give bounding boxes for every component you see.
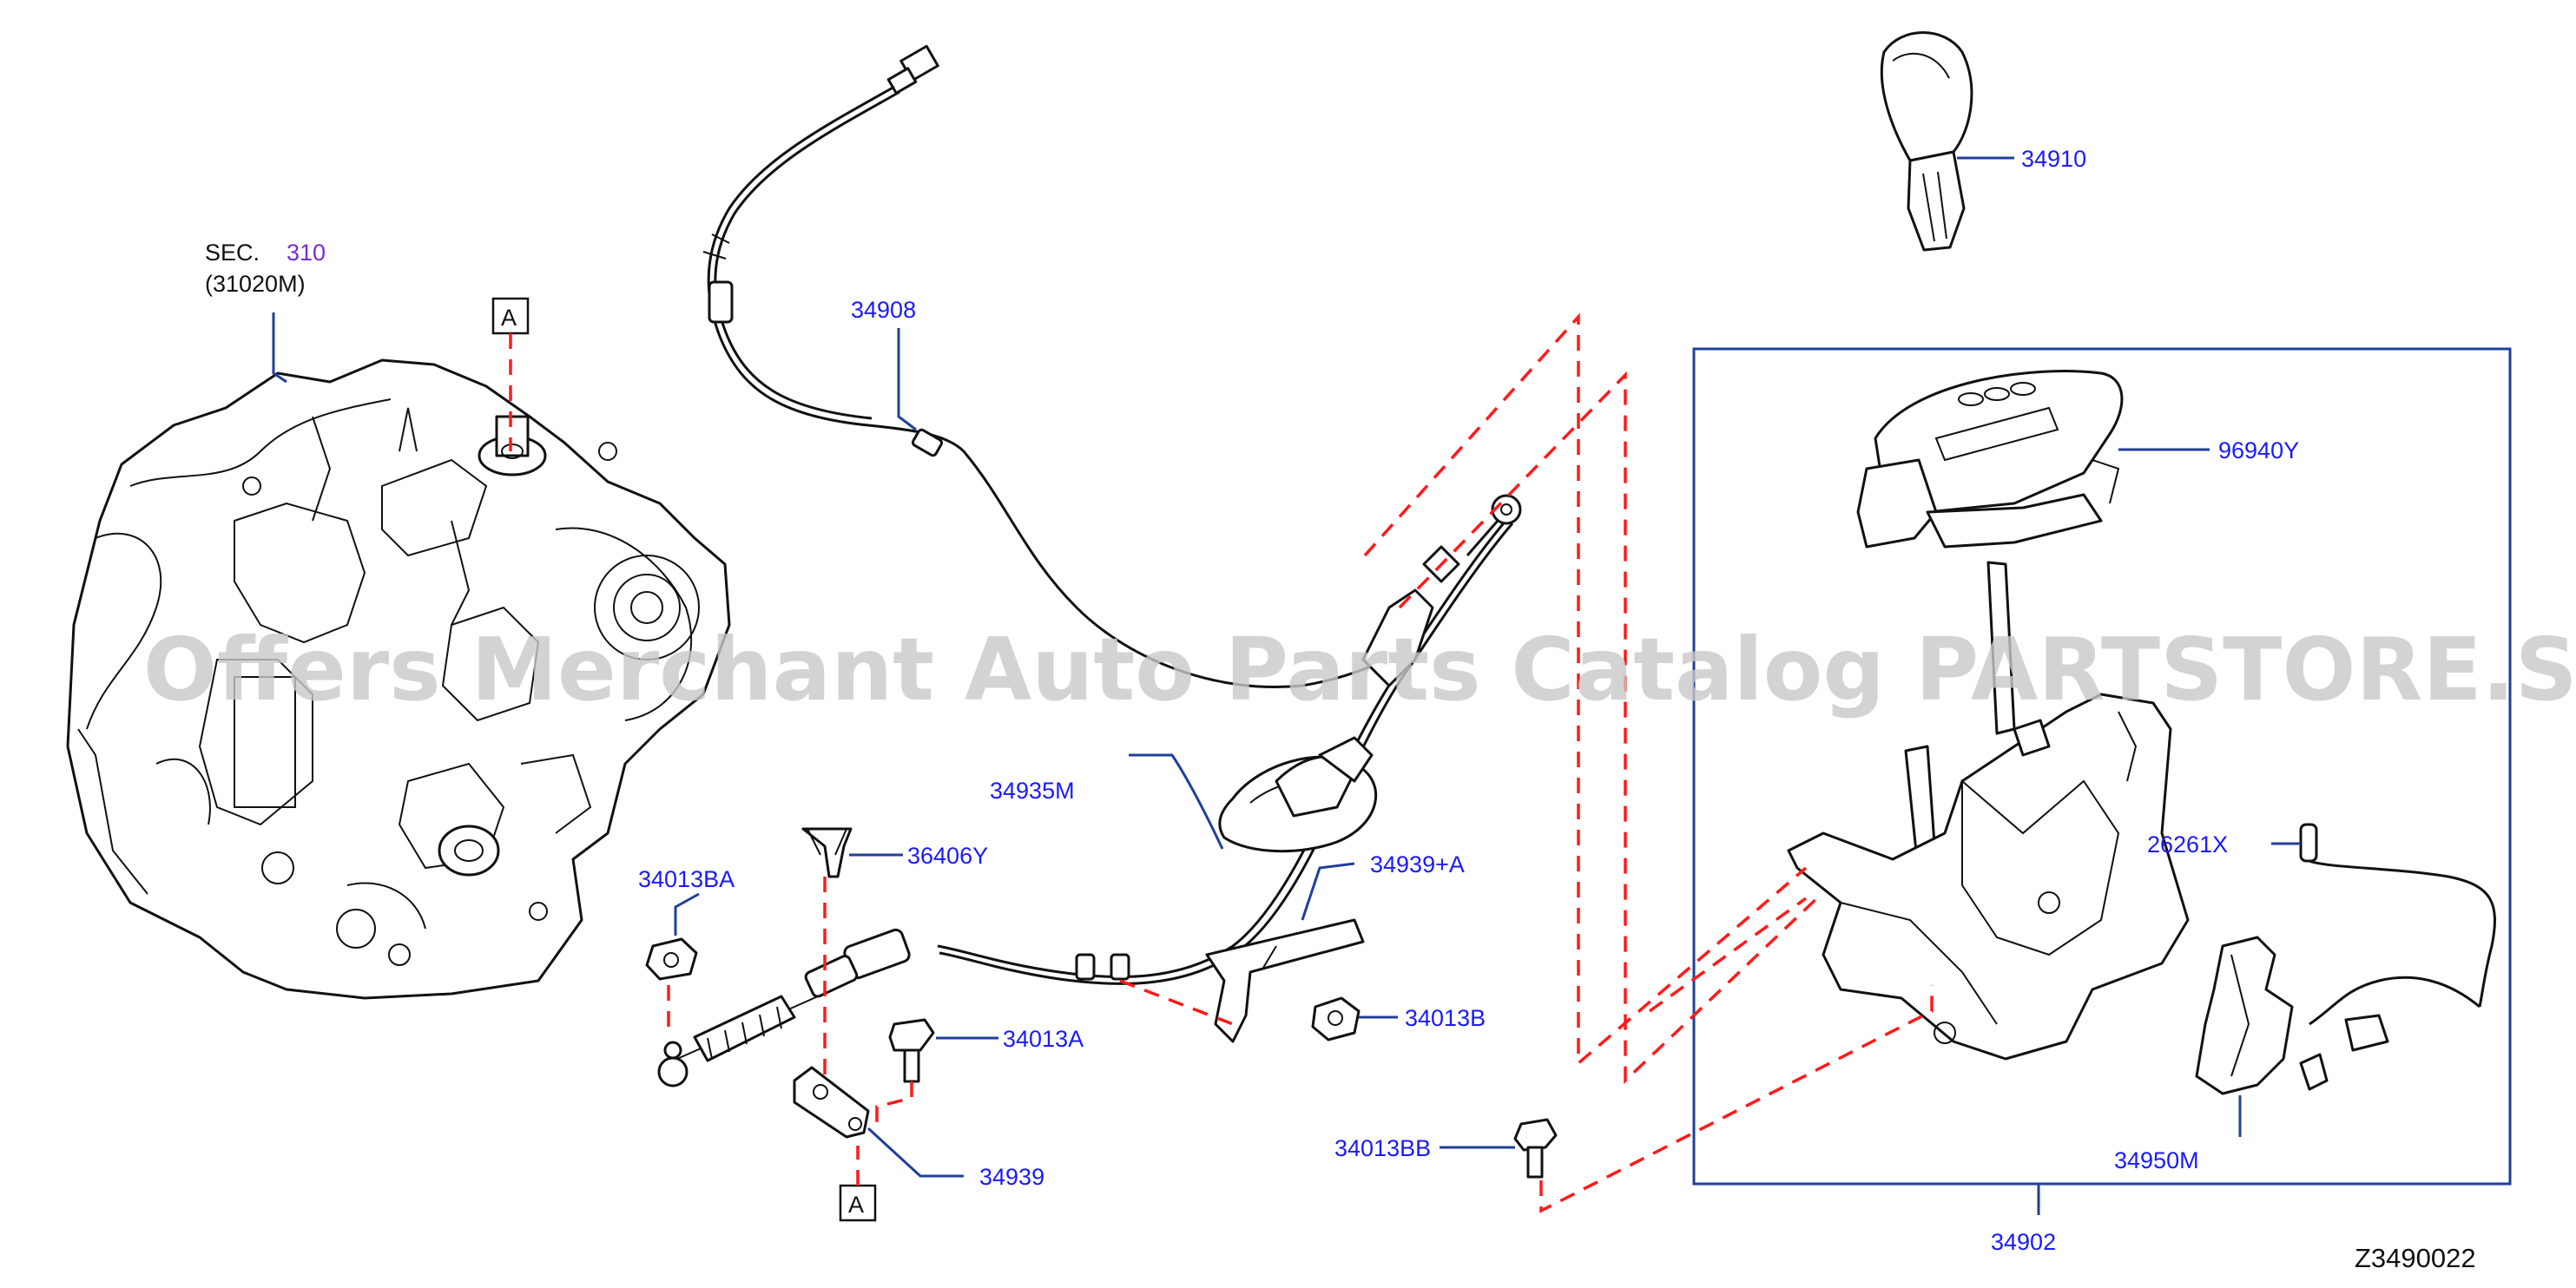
callout-34013A[interactable]: 34013A	[1003, 1026, 1084, 1052]
section-reference[interactable]: SEC. 310 (31020M)	[205, 240, 326, 384]
part-34939A-bracket	[1205, 862, 1365, 1043]
part-34013BB-bolt	[1440, 1118, 1558, 1179]
part-36406Y-clip	[801, 827, 903, 878]
callout-34910[interactable]: 34910	[2021, 146, 2086, 172]
callout-34013BB[interactable]: 34013BB	[1334, 1135, 1431, 1161]
leader-34908	[897, 328, 917, 431]
diagram-code: Z3490022	[2355, 1243, 2476, 1273]
part-34013BA-nut	[645, 892, 700, 981]
marker-a-upper-label: A	[501, 305, 517, 331]
part-34950M-solenoid	[2195, 936, 2329, 1137]
leader-34013BA	[674, 892, 700, 936]
callout-36406Y[interactable]: 36406Y	[907, 843, 988, 869]
part-34910-knob	[1880, 31, 2014, 252]
callout-26261X[interactable]: 26261X	[2147, 831, 2228, 858]
section-leader	[272, 312, 287, 384]
part-34908-cable	[702, 44, 1416, 689]
leader-34935M-a	[1129, 753, 1224, 850]
callout-34013B[interactable]: 34013B	[1405, 1005, 1486, 1031]
callout-34939A[interactable]: 34939+A	[1370, 851, 1465, 877]
marker-a-upper: A	[491, 297, 530, 451]
leader-34939A	[1301, 862, 1355, 921]
watermark-text: Offers Merchant Auto Parts Catalog PARTS…	[143, 619, 2576, 720]
section-prefix: SEC.	[205, 240, 260, 266]
callout-34935M[interactable]: 34935M	[990, 778, 1075, 804]
part-26261X-harness	[2271, 823, 2496, 1052]
callout-96940Y[interactable]: 96940Y	[2218, 437, 2299, 463]
marker-a-lower-label: A	[848, 1192, 864, 1218]
callout-34902[interactable]: 34902	[1991, 1229, 2056, 1255]
part-34013A-bolt	[888, 1018, 998, 1083]
section-subref: (31020M)	[205, 271, 306, 297]
marker-a-lower: A	[839, 1146, 877, 1222]
part-96940Y-indicator	[1856, 370, 2210, 549]
transmission-assembly	[66, 358, 731, 1000]
leader-34939	[866, 1127, 964, 1178]
callout-34908[interactable]: 34908	[851, 297, 916, 323]
dashed-guides	[667, 312, 1934, 1213]
assembly-34902-box	[1692, 347, 2512, 1186]
part-34935M-cable	[657, 494, 1522, 1088]
callout-labels: 34910 34908 96940Y 34935M 36406Y 34939+A…	[638, 146, 2299, 1255]
part-34013B-nut	[1311, 996, 1398, 1042]
part-34939-bracket	[793, 1066, 964, 1178]
callout-34950M[interactable]: 34950M	[2114, 1147, 2199, 1173]
callout-34939[interactable]: 34939	[979, 1164, 1044, 1190]
callout-34013BA[interactable]: 34013BA	[638, 866, 735, 892]
part-34902-housing	[1787, 561, 2190, 1061]
section-number[interactable]: 310	[287, 240, 326, 266]
